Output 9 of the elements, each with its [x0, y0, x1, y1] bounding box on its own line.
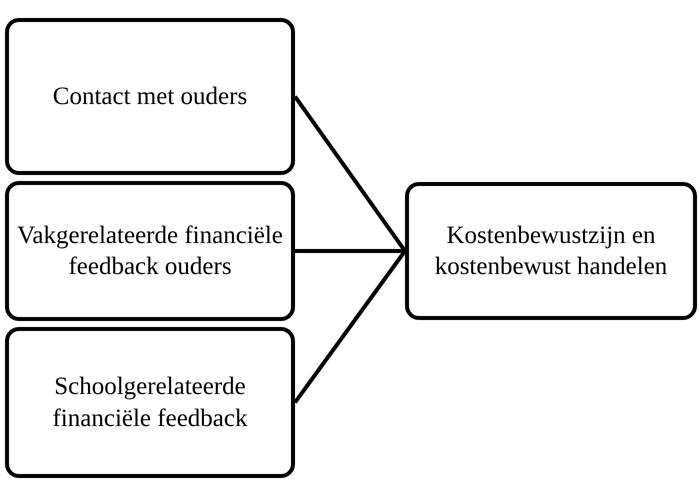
- box-label: Schoolgerelateerde financiële feedback: [51, 372, 248, 434]
- process-box: [405, 182, 697, 320]
- box-label: Vakgerelateerde financiële feedback ouders: [16, 220, 284, 282]
- process-box: [5, 181, 295, 321]
- box-label: Contact met ouders: [52, 82, 248, 112]
- process-box: [5, 327, 295, 478]
- connector-line: [295, 249, 405, 253]
- process-box: [5, 18, 295, 175]
- box-label: Kostenbewustzijn en kostenbewust handelen: [434, 220, 668, 282]
